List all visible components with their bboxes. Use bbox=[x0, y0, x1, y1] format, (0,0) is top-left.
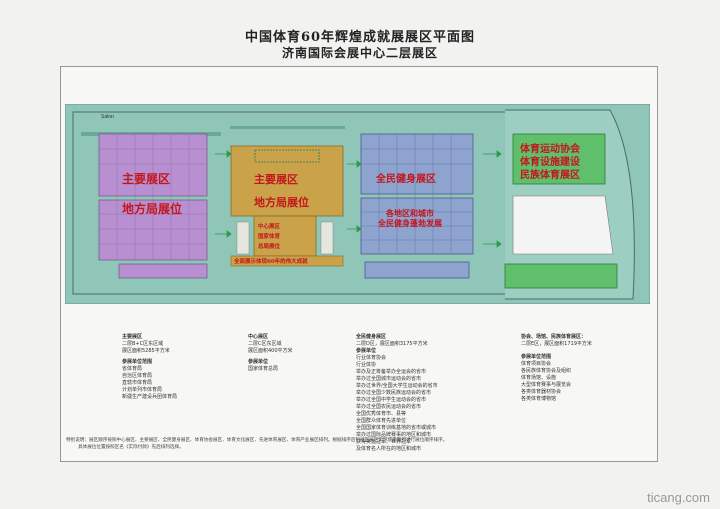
legend-item: 自治区体育局 bbox=[122, 373, 153, 379]
left-local-zone-label: 地方局展位 bbox=[122, 202, 183, 216]
legend-item: 各类体育博物馆 bbox=[521, 396, 557, 402]
legend-subheading: 参展单位范围 bbox=[122, 359, 153, 365]
legend-item: 直辖市体育局 bbox=[122, 380, 153, 386]
right-main-zone-label: 全民健身展区 bbox=[376, 174, 436, 185]
legend-item: 举办及正筹备举办全运会的省市 bbox=[356, 369, 427, 375]
far-right-line-1: 体育运动协会 bbox=[520, 144, 580, 155]
legend-item: 国家体育总局 bbox=[248, 366, 279, 372]
right-city-line-1: 各地区和城市 bbox=[386, 208, 434, 218]
right-grid bbox=[361, 134, 473, 254]
left-grid bbox=[99, 134, 207, 260]
legend-item: 新疆生产建设兵团体育局 bbox=[122, 394, 178, 400]
right-bottom-strip bbox=[364, 261, 470, 279]
left-main-zone-label: 主要展区 bbox=[122, 172, 171, 186]
legend-item: 大型体育赛事与展览会 bbox=[521, 382, 572, 388]
legend-item: 各类体育器材协会 bbox=[521, 389, 562, 395]
center-small-line-3: 总局展位 bbox=[258, 244, 281, 250]
center-small-line-1: 中心展区 bbox=[258, 224, 281, 230]
legend-item: 举办过全国城市运动会的省市 bbox=[356, 376, 422, 382]
legend-item: 体育项目协会 bbox=[521, 361, 552, 367]
legend-heading: 中心展区 bbox=[248, 334, 269, 340]
center-stairs-left bbox=[236, 221, 250, 255]
legend-line: 二层D区，展区面积3175平方米 bbox=[356, 341, 428, 347]
legend-line: 展区面积400平方米 bbox=[248, 348, 293, 354]
legend-item: 举办过世界/全国大学生运动会的省市 bbox=[356, 383, 438, 389]
legend-line: 二层C区东区域 bbox=[248, 341, 282, 347]
far-right-zone bbox=[512, 133, 606, 185]
legend-item: 全国优秀体育市、县等 bbox=[356, 411, 407, 417]
legend-item: 举办过全国农民运动会的省市 bbox=[356, 404, 422, 410]
floor-plan: Salon bbox=[65, 104, 650, 304]
legend-item: 举办过国际品牌赛事的地区和城市 bbox=[356, 432, 432, 438]
page-title: 中国体育60年辉煌成就展展区平面图 bbox=[244, 30, 476, 45]
legend-item: 行业体育协会 bbox=[356, 355, 387, 361]
legend-subheading: 参展单位 bbox=[248, 359, 269, 365]
legend-association-zone: 协会、场馆、民族体育展区： 二层E区，展区面积1719平方米 参展单位范围 体育… bbox=[521, 334, 592, 403]
legend-item: 各民族体育协会及组织 bbox=[521, 368, 572, 374]
center-main-zone-label: 主要展区 bbox=[254, 173, 298, 186]
legend-main-zone: 主要展区 二层B+C区东区域 展区面积5285平方米 参展单位范围 省体育局 自… bbox=[122, 334, 177, 401]
legend-item: 获得奥运冠军、世界冠军 bbox=[356, 439, 412, 445]
legend-line: 二层B+C区东区域 bbox=[122, 341, 164, 347]
center-strip bbox=[230, 255, 344, 267]
legend-item: 全国群众体育先进单位 bbox=[356, 418, 407, 424]
left-bottom-strip bbox=[118, 263, 208, 279]
page-subtitle: 济南国际会展中心二层展区 bbox=[281, 46, 438, 60]
center-small-zone bbox=[253, 215, 317, 257]
legend-item: 省体育局 bbox=[122, 366, 143, 372]
legend-item: 计划单列市体育局 bbox=[122, 387, 163, 393]
flow-arrows bbox=[215, 150, 502, 248]
legend-heading: 全民健身展区 bbox=[356, 334, 387, 340]
legend-line: 二层E区，展区面积1719平方米 bbox=[521, 341, 592, 347]
center-small-zone-label: 中心展区 国家体育 总局展位 bbox=[258, 222, 280, 252]
legend-subheading: 参展单位 bbox=[356, 348, 377, 354]
corridor-center bbox=[230, 126, 345, 129]
center-top-corridor bbox=[254, 149, 320, 163]
legend-item: 及体育名人所在的地区和城市 bbox=[356, 446, 422, 452]
center-stairs-right bbox=[320, 221, 334, 255]
legend-heading: 主要展区 bbox=[122, 334, 143, 340]
center-local-zone-label: 地方局展位 bbox=[254, 196, 309, 209]
legend-item: 行业体协 bbox=[356, 362, 377, 368]
legend-fitness-zone: 全民健身展区 二层D区，展区面积3175平方米 参展单位 行业体育协会 行业体协… bbox=[356, 334, 438, 453]
far-right-bottom-zone bbox=[504, 263, 618, 289]
legend-item: 体育场馆、设施 bbox=[521, 375, 557, 381]
far-right-zone-label: 体育运动协会 体育设施建设 民族体育展区 bbox=[520, 143, 580, 182]
legend-item: 举办过全国中学生运动会的省市 bbox=[356, 397, 427, 403]
legend-heading: 协会、场馆、民族体育展区： bbox=[521, 334, 587, 340]
legend-line: 展区面积5285平方米 bbox=[122, 348, 170, 354]
center-main-zone bbox=[230, 145, 344, 217]
note-line-2: 具体展位位置按照区名《实际付款》先后排列选择。 bbox=[78, 445, 184, 450]
right-city-zone-label: 各地区和城市 全民健身蓬勃发展 bbox=[378, 208, 442, 228]
note-line-1: 特别说明：展区顺序按照中心展区、主要展区、全民健身展区、体育协会展区、体育文化展… bbox=[66, 438, 448, 443]
far-right-line-3: 民族体育展区 bbox=[520, 170, 580, 181]
legend-item: 举办过全国少数民族运动会的省市 bbox=[356, 390, 432, 396]
center-small-line-2: 国家体育 bbox=[258, 234, 281, 240]
special-note: 特别说明：展区顺序按照中心展区、主要展区、全民健身展区、体育协会展区、体育文化展… bbox=[66, 437, 646, 451]
watermark: ticang.com bbox=[647, 490, 710, 505]
far-right-hall bbox=[512, 195, 614, 255]
center-strip-label: 全面展示体现60年的伟大成就 bbox=[234, 259, 308, 265]
far-right-line-2: 体育设施建设 bbox=[520, 157, 580, 168]
salon-sign: Salon bbox=[101, 114, 114, 120]
legend-center-zone: 中心展区 二层C区东区域 展区面积400平方米 参展单位 国家体育总局 bbox=[248, 334, 293, 373]
right-city-line-2: 全民健身蓬勃发展 bbox=[378, 218, 442, 228]
legend-subheading: 参展单位范围 bbox=[521, 354, 552, 360]
legend-item: 全国国家体育训练基地的省市或城市 bbox=[356, 425, 437, 431]
